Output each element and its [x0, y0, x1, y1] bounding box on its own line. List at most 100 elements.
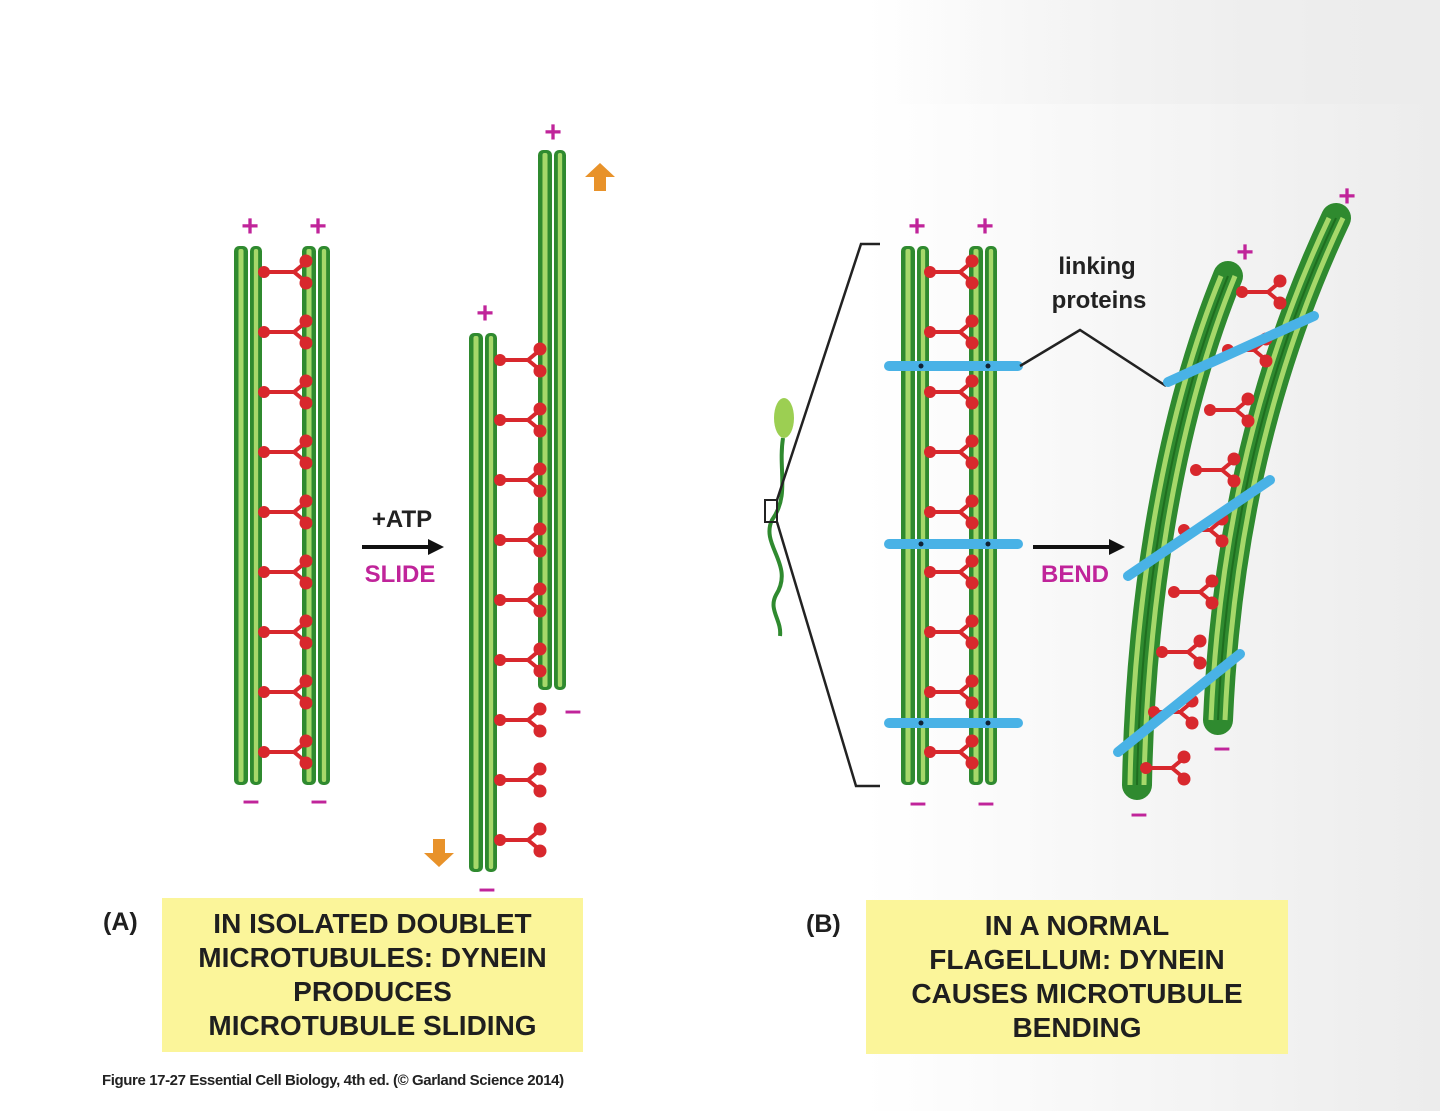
bent-microtubule-groove [1217, 217, 1337, 721]
dynein-head [299, 254, 313, 268]
dynein-stalk [262, 500, 308, 524]
dynein-stalk [498, 708, 542, 732]
linker-junction [985, 363, 991, 369]
bend-label: BEND [1041, 561, 1109, 588]
dynein-motor [258, 674, 313, 710]
dynein-head [965, 396, 979, 410]
dynein-head [965, 254, 979, 268]
dynein-stalk [928, 320, 974, 344]
linking-protein [1163, 311, 1319, 387]
dynein-head [299, 456, 313, 470]
dynein-head [533, 364, 547, 378]
dynein-head [533, 582, 547, 596]
microtubule-highlight [473, 336, 479, 869]
panel-a-caption-line: IN ISOLATED DOUBLET [213, 908, 532, 939]
microtubule-highlight [321, 249, 327, 782]
dynein-head [965, 614, 979, 628]
minus-end-sign: – [910, 786, 927, 819]
dynein-motor [258, 614, 313, 650]
dynein-head [533, 402, 547, 416]
microtubule-highlight [988, 249, 994, 782]
dynein-head [1185, 716, 1199, 730]
dynein-head [533, 642, 547, 656]
dynein-motor [924, 614, 979, 650]
dynein-head [299, 734, 313, 748]
linker-junction [918, 363, 924, 369]
dynein-head [533, 462, 547, 476]
dynein-head [965, 734, 979, 748]
dynein-stalk [498, 348, 542, 372]
dynein-head [299, 374, 313, 388]
dynein-head [1227, 474, 1241, 488]
linker-junction [918, 541, 924, 547]
minus-end-sign: – [978, 786, 995, 819]
dynein-motor [494, 642, 547, 678]
dynein-motor [258, 314, 313, 350]
dynein-head [533, 522, 547, 536]
dynein-motor [494, 342, 547, 378]
downward-slide-arrow [424, 839, 454, 867]
dynein-stalk [498, 648, 542, 672]
linker-junction [985, 720, 991, 726]
dynein-stalk [928, 440, 974, 464]
dynein-motor [924, 674, 979, 710]
dynein-head [533, 724, 547, 738]
dynein-motor [258, 734, 313, 770]
dynein-motor [924, 434, 979, 470]
dynein-head [1273, 274, 1287, 288]
panel-a-caption-line: MICROTUBULE SLIDING [208, 1010, 537, 1041]
bent-microtubule-highlight [1222, 216, 1346, 721]
dynein-stalk [262, 680, 308, 704]
plus-end-sign: + [544, 116, 562, 149]
dynein-stalk [262, 620, 308, 644]
dynein-head [1215, 534, 1229, 548]
dynein-motor [924, 314, 979, 350]
plus-end-sign: + [1338, 180, 1356, 213]
plus-end-sign: + [476, 297, 494, 330]
dynein-head [299, 576, 313, 590]
left-bent-doublet [1122, 261, 1243, 800]
dynein-head [299, 434, 313, 448]
dynein-stalk [1194, 458, 1236, 482]
dynein-head [299, 516, 313, 530]
dynein-head [965, 696, 979, 710]
dynein-head [533, 762, 547, 776]
dynein-stalk [1208, 398, 1250, 422]
microtubule-highlight [905, 249, 911, 782]
dynein-head [533, 784, 547, 798]
dynein-head [299, 696, 313, 710]
dynein-head [299, 336, 313, 350]
dynein-stalk [498, 468, 542, 492]
dynein-head [1177, 750, 1191, 764]
microtubule-highlight [920, 249, 926, 782]
panel-a-caption-line: PRODUCES [293, 976, 452, 1007]
dynein-head [299, 314, 313, 328]
dynein-motor [494, 522, 547, 558]
left-doublet-b [901, 246, 929, 785]
dynein-head [965, 374, 979, 388]
right-doublet-a-slid [538, 150, 566, 690]
right-bent-doublet [1203, 203, 1351, 735]
microtubule-highlight [488, 336, 494, 869]
dynein-head [299, 554, 313, 568]
minus-end-sign: – [243, 784, 260, 817]
panel-a-caption-line: MICROTUBULES: DYNEIN [198, 942, 547, 973]
dynein-motor [494, 762, 547, 798]
dynein-head [965, 276, 979, 290]
dynein-head [1227, 452, 1241, 466]
dynein-stalk [498, 768, 542, 792]
left-doublet-a [234, 246, 262, 785]
dynein-motor [258, 254, 313, 290]
bent-microtubule-highlight [1127, 275, 1224, 786]
dynein-head [965, 516, 979, 530]
dynein-stalk [498, 828, 542, 852]
dynein-motor [258, 554, 313, 590]
dynein-motor [924, 374, 979, 410]
dynein-head [965, 576, 979, 590]
microtubule-highlight [238, 249, 244, 782]
dynein-head [965, 494, 979, 508]
background-shade [880, 0, 1440, 104]
dynein-stalk [262, 440, 308, 464]
zoom-box [764, 499, 778, 523]
